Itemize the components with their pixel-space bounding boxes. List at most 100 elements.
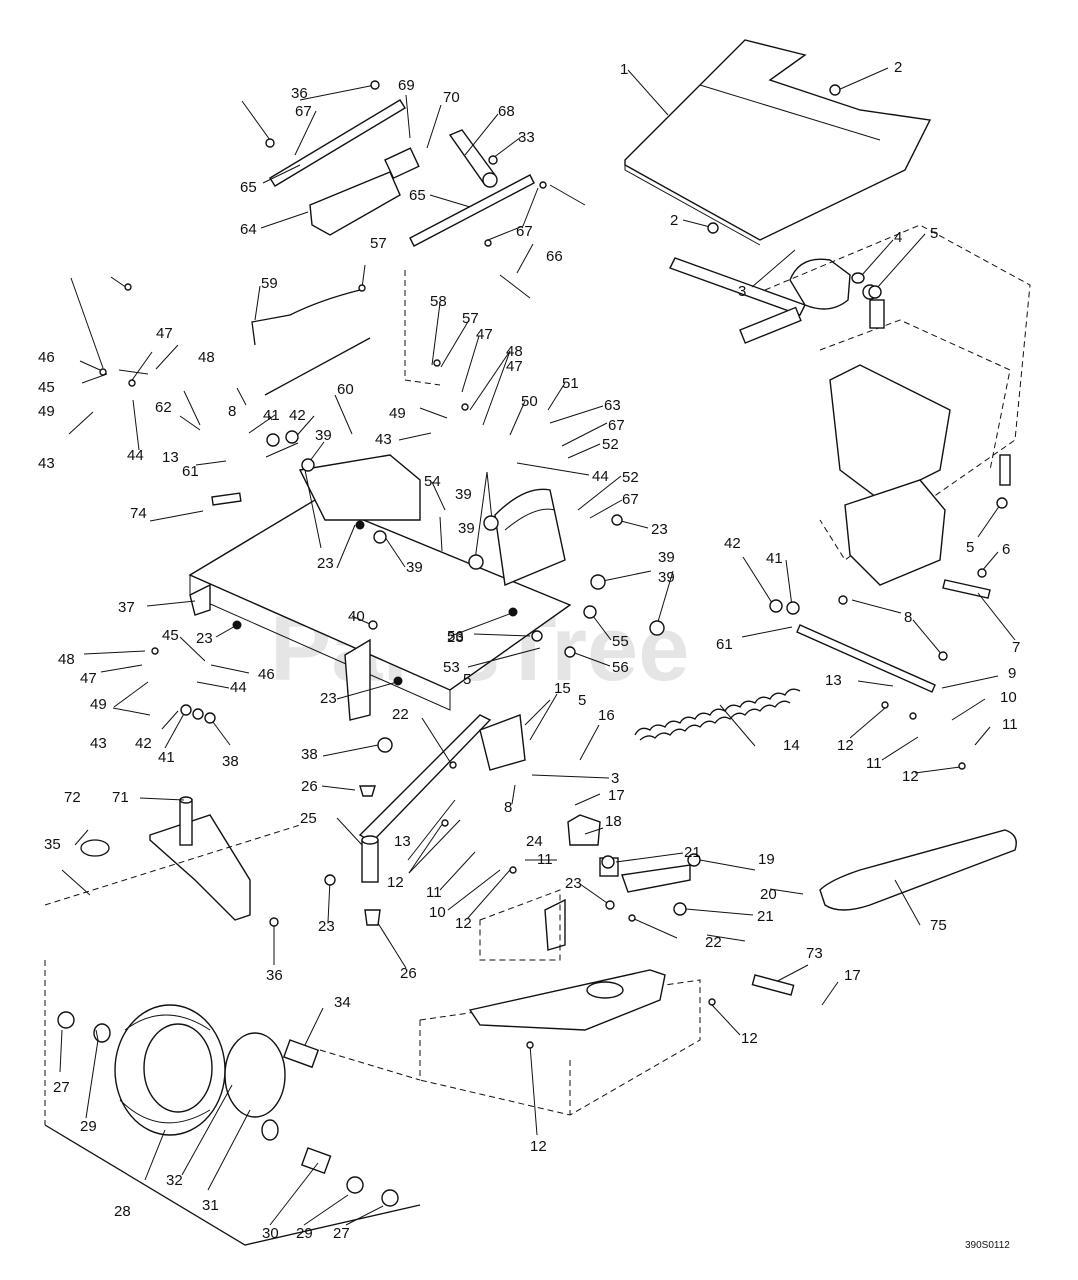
callout: 53	[443, 659, 460, 676]
callout: 71	[112, 789, 129, 806]
callout: 12	[455, 915, 472, 932]
leader-lines	[59, 67, 1016, 1226]
callout: 34	[334, 994, 351, 1011]
main-frame	[188, 454, 572, 721]
callout: 25	[300, 810, 317, 827]
drawing-code: 390S0112	[965, 1240, 1010, 1251]
throttle-cable	[251, 270, 441, 396]
callout: 54	[424, 473, 441, 490]
callout: 62	[155, 399, 172, 416]
callout: 61	[182, 463, 199, 480]
callout: 26	[301, 778, 318, 795]
callout: 36	[266, 967, 283, 984]
callout: 51	[562, 375, 579, 392]
callout: 13	[162, 449, 179, 466]
callout: 27	[53, 1079, 70, 1096]
callout: 65	[240, 179, 257, 196]
callout: 47	[156, 325, 173, 342]
callout: 5	[463, 671, 471, 688]
callout: 60	[337, 381, 354, 398]
callout: 21	[757, 908, 774, 925]
callout: 63	[604, 397, 621, 414]
callout: 16	[598, 707, 615, 724]
top-linkage	[269, 99, 586, 299]
callout: 23	[320, 690, 337, 707]
exhaust-tube	[819, 829, 1017, 911]
callout: 8	[228, 403, 236, 420]
callout: 56	[612, 659, 629, 676]
callout: 29	[296, 1225, 313, 1242]
callout: 59	[261, 275, 278, 292]
callout: 73	[806, 945, 823, 962]
callout: 47	[476, 326, 493, 343]
callout: 5	[966, 539, 974, 556]
callout: 70	[443, 89, 460, 106]
callout: 50	[521, 393, 538, 410]
callout: 67	[516, 223, 533, 240]
callout: 57	[370, 235, 387, 252]
callout: 11	[1002, 716, 1018, 733]
callout: 42	[135, 735, 152, 752]
callout: 38	[222, 753, 239, 770]
callout: 3	[738, 283, 746, 300]
callout: 47	[506, 358, 523, 375]
callout: 23	[447, 629, 464, 646]
callout: 52	[602, 436, 619, 453]
callout: 8	[904, 609, 912, 626]
callout: 20	[760, 886, 777, 903]
callout: 39	[315, 427, 332, 444]
callout: 68	[498, 103, 515, 120]
callout: 23	[651, 521, 668, 538]
callout: 42	[289, 407, 306, 424]
callout: 5	[578, 692, 586, 709]
callout: 14	[783, 737, 800, 754]
callout: 36	[291, 85, 308, 102]
callout: 49	[38, 403, 55, 420]
callout: 31	[202, 1197, 219, 1214]
callout: 57	[462, 310, 479, 327]
callout: 43	[375, 431, 392, 448]
callout: 27	[333, 1225, 350, 1242]
callout: 8	[504, 799, 512, 816]
callout: 37	[118, 599, 135, 616]
callout: 15	[554, 680, 571, 697]
callout: 67	[608, 417, 625, 434]
seat-pan	[624, 39, 932, 246]
callout: 42	[724, 535, 741, 552]
callout: 5	[930, 225, 938, 242]
callout: 11	[426, 884, 442, 901]
callout: 6	[1002, 541, 1010, 558]
callout: 33	[518, 129, 535, 146]
callout: 13	[825, 672, 842, 689]
callout: 44	[592, 468, 609, 485]
callout: 29	[80, 1118, 97, 1135]
callout: 43	[38, 455, 55, 472]
mower-deck	[419, 889, 701, 1116]
callout: 72	[64, 789, 81, 806]
callout: 39	[658, 569, 675, 586]
callout: 17	[844, 967, 861, 984]
callout: 7	[1012, 639, 1020, 656]
callout: 23	[565, 875, 582, 892]
callout: 69	[398, 77, 415, 94]
callout: 22	[705, 934, 722, 951]
callout: 48	[58, 651, 75, 668]
callout: 39	[455, 486, 472, 503]
callout: 28	[114, 1203, 131, 1220]
callout: 66	[546, 248, 563, 265]
callout: 43	[90, 735, 107, 752]
callout: 49	[90, 696, 107, 713]
callout: 10	[429, 904, 446, 921]
callout: 12	[387, 874, 404, 891]
callout: 41	[158, 749, 175, 766]
callout: 67	[622, 491, 639, 508]
callout: 22	[392, 706, 409, 723]
callout: 12	[902, 768, 919, 785]
callout: 10	[1000, 689, 1017, 706]
callout: 12	[741, 1030, 758, 1047]
callout: 48	[198, 349, 215, 366]
callout: 23	[196, 630, 213, 647]
callout: 39	[406, 559, 423, 576]
callout: 13	[394, 833, 411, 850]
